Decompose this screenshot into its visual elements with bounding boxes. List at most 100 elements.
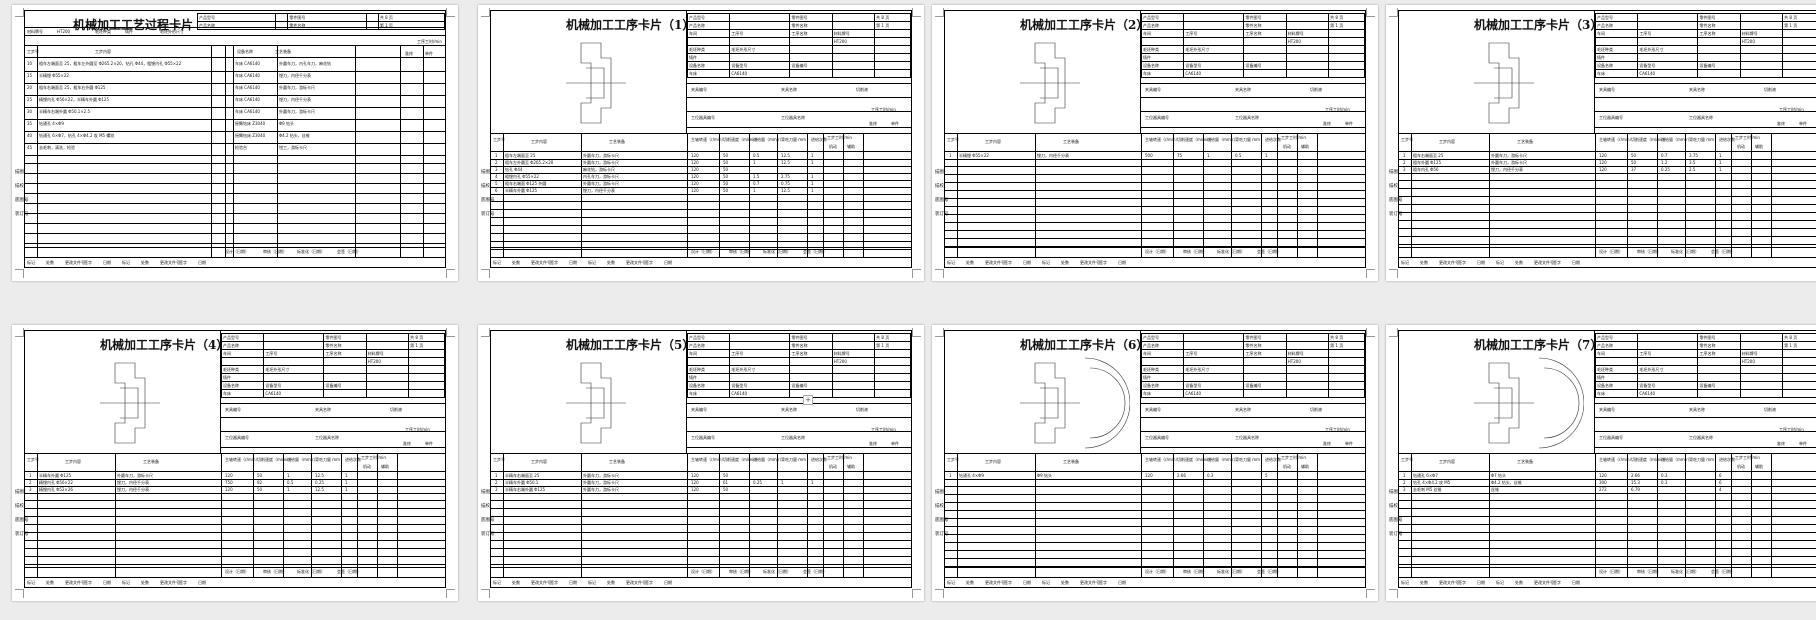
step-column-header: 机动 xyxy=(829,464,837,469)
side-label: 描校 xyxy=(481,504,490,509)
info-cell-value xyxy=(365,341,410,350)
info-cell-value xyxy=(1637,13,1699,22)
footer-signature: 签字 xyxy=(1458,260,1466,265)
info-cell-product-model: 产品型号 xyxy=(196,13,277,22)
info-cell-value xyxy=(1697,37,1741,46)
column-rule xyxy=(1771,453,1772,577)
footer-date: 日期 xyxy=(103,580,111,585)
step-cell-n: 2 xyxy=(29,480,32,485)
step-column-header: 切削速度（m/min） xyxy=(723,137,760,142)
info-cell-op-name: 工序名称 xyxy=(1243,29,1287,38)
step-column-header: 进给量（mm/r） xyxy=(1661,137,1692,142)
column-rule xyxy=(1771,133,1772,257)
approval-field: 审核（日期） xyxy=(1183,569,1207,574)
document-page[interactable]: 机械加工工序卡片（3）产品型号零件图号共 8 页产品名称零件名称第 1 页车间工… xyxy=(1386,5,1816,281)
document-page[interactable]: 机械加工工序卡片（7）产品型号零件图号共 8 页产品名称零件名称第 1 页车间工… xyxy=(1386,325,1816,601)
prep-label: 准终 xyxy=(1777,441,1785,446)
fixture-field: 工位器具名称 xyxy=(781,115,805,120)
zoom-in-button[interactable]: + xyxy=(803,395,813,405)
fixture-field: 工位器具名称 xyxy=(315,435,339,440)
step-column-header: 工步工时/min xyxy=(1735,135,1760,140)
step-cell-a: 2.75 xyxy=(781,174,790,179)
side-label: 描图 xyxy=(15,170,24,175)
column-rule xyxy=(1317,453,1318,577)
document-page[interactable]: 机械加工工序卡片（6）产品型号零件图号共 8 页产品名称零件名称第 1 页车间工… xyxy=(932,325,1378,601)
info-cell-product-model: 产品型号 xyxy=(1140,13,1185,22)
document-page[interactable]: 机械加工工序卡片（4）产品型号零件图号共 8 页产品名称零件名称第 1 页车间工… xyxy=(12,325,458,601)
empty-row-rule xyxy=(25,213,445,214)
table-rule xyxy=(945,453,1365,454)
document-page[interactable]: 机械加工工艺过程卡片产品型号零件图号共 8 页产品名称零件名称第 1 页材料牌号… xyxy=(12,5,458,281)
info-cell-page-no: 第 1 页 xyxy=(377,21,446,30)
info-cell-casting: 铸件 xyxy=(1140,373,1185,382)
table-rule xyxy=(25,453,445,454)
step-cell-a: 3.5 xyxy=(1689,160,1696,165)
approval-field: 审核（日期） xyxy=(729,249,753,254)
info-cell-value xyxy=(831,13,876,22)
info-cell-value xyxy=(831,389,876,398)
process-equipment: 车床 CA6140 xyxy=(235,73,260,78)
step-cell-v: 15.3 xyxy=(1631,480,1640,485)
step-column-header: 进给次数 xyxy=(1719,457,1735,462)
fixture-field: 夹具编号 xyxy=(1599,407,1615,412)
info-cell-value xyxy=(1328,349,1365,358)
info-cell-lathe: 车床 xyxy=(220,389,265,398)
info-cell-value xyxy=(1637,357,1699,366)
fixture-field: 夹具名称 xyxy=(1235,407,1251,412)
column-rule xyxy=(749,453,750,577)
column-rule xyxy=(1035,453,1036,577)
column-rule xyxy=(719,133,720,257)
info-cell-blank-type: 毛坯种类 xyxy=(1594,365,1639,374)
side-label: 底图号 xyxy=(1389,198,1403,203)
empty-row-rule xyxy=(945,550,1365,551)
step-column-header: 背吃刀量 mm xyxy=(781,137,807,142)
unit-label: 单件 xyxy=(1345,441,1353,446)
column-rule xyxy=(1751,453,1752,577)
fixture-field: 工位器具编号 xyxy=(691,115,715,120)
empty-row-rule xyxy=(491,217,911,218)
document-page[interactable]: 机械加工工序卡片（1）产品型号零件图号共 8 页产品名称零件名称第 1 页车间工… xyxy=(478,5,924,281)
info-cell-value xyxy=(1243,45,1287,54)
empty-row-rule xyxy=(25,183,445,184)
process-content: 钻通孔 4×Φ9 xyxy=(39,121,64,126)
footer-mark: 标记 xyxy=(588,580,596,585)
info-cell-part-drawing: 零件图号 xyxy=(789,333,833,342)
process-equipment: 车床 CA6140 xyxy=(235,61,260,66)
empty-row-rule xyxy=(25,548,445,549)
step-cell-n: 2 xyxy=(1403,480,1406,485)
info-cell-op-no: 工序号 xyxy=(1637,349,1699,358)
document-page[interactable]: 机械加工工序卡片（5）产品型号零件图号共 8 页产品名称零件名称第 1 页车间工… xyxy=(478,325,924,601)
info-cell-value xyxy=(1782,349,1816,358)
info-cell-op-no: 工序号 xyxy=(729,29,791,38)
info-cell-value xyxy=(729,373,791,382)
info-cell-page-no: 第 1 页 xyxy=(1328,341,1365,350)
info-cell-value xyxy=(1697,357,1741,366)
table-rule xyxy=(1399,453,1816,454)
empty-row-rule xyxy=(945,198,1365,199)
prep-label: 准终 xyxy=(1323,121,1331,126)
info-cell-equip-no: 设备编号 xyxy=(1697,381,1741,390)
footer-count: 处数 xyxy=(1061,580,1069,585)
approval-field: 设计（日期） xyxy=(691,569,715,574)
column-rule xyxy=(115,453,116,577)
footer-change-doc: 更改文件号 xyxy=(985,580,1005,585)
info-cell-value xyxy=(1739,365,1784,374)
row-rule xyxy=(945,159,1365,160)
step-cell-n: 3 xyxy=(495,167,498,172)
fixture-field: 夹具编号 xyxy=(691,407,707,412)
crop-mark xyxy=(1389,269,1398,278)
step-column-header: 辅助 xyxy=(1755,144,1763,149)
fixture-field: 切削液 xyxy=(1310,407,1322,412)
step-cell-v: 37 xyxy=(1631,167,1637,172)
step-cell-f: 0.5 xyxy=(753,153,760,158)
table-rule xyxy=(1594,111,1816,112)
table-rule xyxy=(25,567,445,568)
column-rule xyxy=(221,453,222,577)
info-cell-value xyxy=(1183,21,1245,30)
column-rule xyxy=(1173,133,1174,257)
info-cell-op-name: 工序名称 xyxy=(1697,29,1741,38)
document-page[interactable]: 机械加工工序卡片（2）产品型号零件图号共 8 页产品名称零件名称第 1 页车间工… xyxy=(932,5,1378,281)
